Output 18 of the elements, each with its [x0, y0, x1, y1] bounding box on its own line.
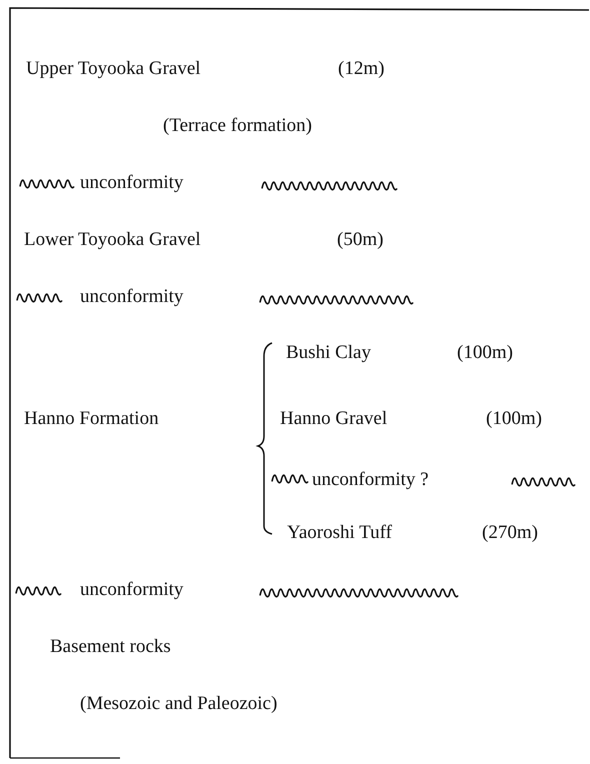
layer-label: Upper Toyooka Gravel [26, 57, 201, 81]
layer-label: Lower Toyooka Gravel [24, 228, 201, 252]
thickness-label: (100m) [486, 407, 542, 431]
layer-label: Basement rocks [50, 635, 171, 659]
thickness-label: (270m) [482, 521, 538, 545]
unconformity-label: unconformity [80, 578, 184, 602]
layer-label: (Mesozoic and Paleozoic) [80, 692, 278, 716]
layer-label: Yaoroshi Tuff [287, 521, 392, 545]
unconformity-label: unconformity [80, 285, 184, 309]
layer-label: (Terrace formation) [163, 114, 312, 138]
layer-label: Bushi Clay [286, 341, 371, 365]
unconformity-label: unconformity ? [312, 468, 429, 492]
thickness-label: (100m) [457, 341, 513, 365]
formation-label: Hanno Formation [24, 407, 159, 431]
thickness-label: (12m) [338, 57, 384, 81]
layer-label: Hanno Gravel [280, 407, 388, 431]
thickness-label: (50m) [337, 228, 384, 252]
unconformity-label: unconformity [80, 171, 184, 195]
